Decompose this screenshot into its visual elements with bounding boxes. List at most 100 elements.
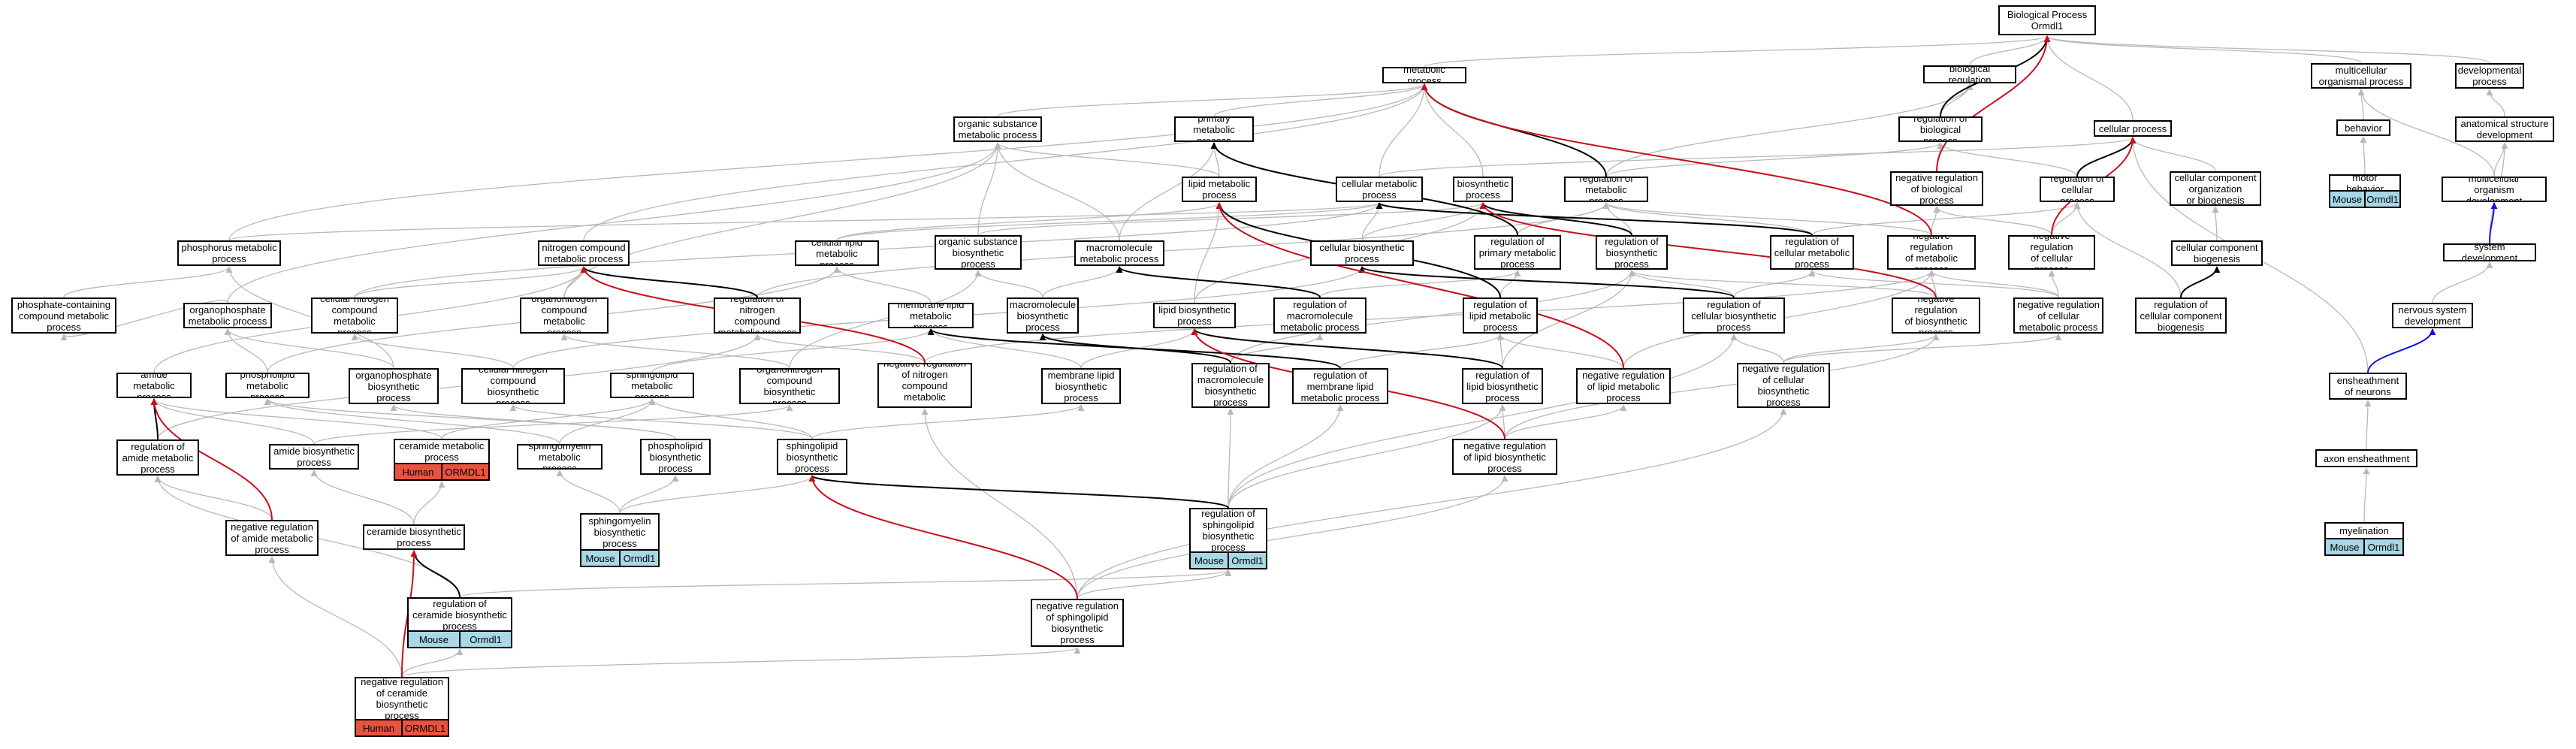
go-term-neg-reg-nitrogen-compound-metabolic[interactable]: negative regulation of nitrogen compound… <box>877 363 972 408</box>
annotation-gene[interactable]: Ormdl1 <box>461 632 511 647</box>
go-term-cellular-nitrogen-compound-biosynthetic[interactable]: cellular nitrogen compound biosynthetic … <box>461 368 565 404</box>
go-term-neg-reg-biosynthetic[interactable]: negative regulation of biosynthetic proc… <box>1892 297 1980 334</box>
go-term-neg-reg-cellular-metabolic[interactable]: negative regulation of cellular metaboli… <box>2013 297 2103 334</box>
go-term-neg-reg-cellular-biosynthetic[interactable]: negative regulation of cellular biosynth… <box>1737 363 1830 408</box>
go-term-cellular-process[interactable]: cellular process <box>2094 120 2172 137</box>
go-term-amide-metabolic[interactable]: amide metabolic process <box>116 373 192 398</box>
go-term-nitrogen-compound-metabolic[interactable]: nitrogen compound metabolic process <box>538 240 630 266</box>
go-term-neg-reg-lipid-metabolic[interactable]: negative regulation of lipid metabolic p… <box>1576 368 1671 404</box>
go-term-reg-cellular-metabolic[interactable]: regulation of cellular metabolic process <box>1770 235 1854 270</box>
go-term-cellular-component-org[interactable]: cellular component organization or bioge… <box>2170 171 2261 206</box>
annotation-gene[interactable]: ORMDL1 <box>442 464 488 479</box>
go-term-lipid-metabolic[interactable]: lipid metabolic process <box>1182 177 1257 202</box>
go-term-neg-reg-metabolic[interactable]: negative regulation of metabolic process <box>1887 235 1976 270</box>
go-term-behavior[interactable]: behavior <box>2336 119 2390 136</box>
go-term-lipid-biosynthetic[interactable]: lipid biosynthetic process <box>1153 303 1236 328</box>
go-term-sphingomyelin-metabolic[interactable]: sphingomyelin metabolic process <box>517 444 602 470</box>
go-term-organonitrogen-metabolic[interactable]: organonitrogen compound metabolic proces… <box>520 297 609 334</box>
go-term-sphingolipid-metabolic[interactable]: sphingolipid metabolic process <box>610 373 694 398</box>
go-term-reg-nitrogen-compound-metabolic[interactable]: regulation of nitrogen compound metaboli… <box>714 297 801 334</box>
edge-cellular-process-to-bp <box>2043 35 2134 121</box>
go-term-neg-reg-cellular[interactable]: negative regulation of cellular process <box>2008 235 2095 270</box>
go-term-system-development[interactable]: system development <box>2443 243 2536 261</box>
go-term-cellular-biosynthetic[interactable]: cellular biosynthetic process <box>1310 240 1414 266</box>
go-term-reg-cellular-component-biogenesis[interactable]: regulation of cellular component biogene… <box>2135 297 2227 334</box>
go-term-phosphorus-metabolic[interactable]: phosphorus metabolic process <box>177 240 281 266</box>
go-term-reg-metabolic[interactable]: regulation of metabolic process <box>1564 177 1648 202</box>
go-term-primary-metabolic[interactable]: primary metabolic process <box>1174 116 1254 142</box>
go-term-membrane-lipid-metabolic[interactable]: membrane lipid metabolic process <box>888 303 974 328</box>
go-term-label: negative regulation of cellular process <box>2030 235 2073 270</box>
go-term-label: negative regulation of ceramide biosynth… <box>361 677 443 721</box>
go-term-cellular-lipid-metabolic[interactable]: cellular lipid metabolic process <box>795 240 879 266</box>
go-term-organophosphate-metabolic[interactable]: organophosphate metabolic process <box>183 303 272 328</box>
go-term-reg-biosynthetic[interactable]: regulation of biosynthetic process <box>1596 235 1668 270</box>
go-term-label: negative regulation of biological proces… <box>1895 171 1978 206</box>
go-term-membrane-lipid-biosynthetic[interactable]: membrane lipid biosynthetic process <box>1041 368 1121 404</box>
go-term-axon-ensheathment[interactable]: axon ensheathment <box>2315 449 2417 467</box>
go-term-organic-substance-metabolic[interactable]: organic substance metabolic process <box>953 116 1042 142</box>
go-term-neg-reg-biological[interactable]: negative regulation of biological proces… <box>1890 171 1983 206</box>
go-term-label: cellular biosynthetic process <box>1319 242 1405 264</box>
go-term-nervous-system-development[interactable]: nervous system development <box>2392 303 2473 328</box>
go-term-reg-macromolecule-biosynthetic[interactable]: regulation of macromolecule biosynthetic… <box>1191 363 1270 408</box>
go-term-reg-lipid-biosynthetic[interactable]: regulation of lipid biosynthetic process <box>1462 368 1543 404</box>
edge-reg-nitrogen-compound-metabolic-to-reg-metabolic <box>756 202 1610 298</box>
go-term-reg-macromolecule-metabolic[interactable]: regulation of macromolecule metabolic pr… <box>1273 297 1367 334</box>
annotation-organism: Mouse <box>1191 553 1229 568</box>
go-term-cellular-metabolic[interactable]: cellular metabolic process <box>1336 177 1423 202</box>
edge-macromolecule-metabolic-to-organic-substance-metabolic <box>994 142 1120 241</box>
go-term-bp[interactable]: Biological Process Ormdl1 <box>1998 5 2096 35</box>
annotation-gene[interactable]: Ormdl1 <box>2365 539 2402 554</box>
go-term-amide-biosynthetic[interactable]: amide biosynthetic process <box>269 444 359 470</box>
go-term-neg-reg-ceramide-biosynthetic[interactable]: negative regulation of ceramide biosynth… <box>355 677 449 737</box>
go-term-organophosphate-biosynthetic[interactable]: organophosphate biosynthetic process <box>349 368 439 404</box>
go-term-cellular-component-biogenesis[interactable]: cellular component biogenesis <box>2171 240 2263 266</box>
go-term-reg-cellular-biosynthetic[interactable]: regulation of cellular biosynthetic proc… <box>1683 297 1785 334</box>
go-term-reg-cellular[interactable]: regulation of cellular process <box>2040 177 2115 202</box>
go-term-reg-primary-metabolic[interactable]: regulation of primary metabolic process <box>1474 235 1561 270</box>
go-term-label: cellular component biogenesis <box>2176 242 2258 264</box>
go-term-ensheathment-of-neurons[interactable]: ensheathment of neurons <box>2329 373 2407 400</box>
go-term-cellular-nitrogen-compound-metabolic[interactable]: cellular nitrogen compound metabolic pro… <box>311 297 398 334</box>
go-term-phospholipid-biosynthetic[interactable]: phospholipid biosynthetic process <box>640 439 711 475</box>
go-term-reg-amide-metabolic[interactable]: regulation of amide metabolic process <box>116 439 199 476</box>
edge-neg-reg-ceramide-biosynthetic-to-reg-ceramide-biosynthetic <box>401 648 464 678</box>
go-term-neg-reg-amide-metabolic[interactable]: negative regulation of amide metabolic p… <box>225 520 319 556</box>
go-term-developmental[interactable]: developmental process <box>2455 63 2524 89</box>
go-term-organonitrogen-biosynthetic[interactable]: organonitrogen compound biosynthetic pro… <box>739 368 840 404</box>
edge-cellular-lipid-metabolic-to-lipid-metabolic <box>836 202 1223 241</box>
go-term-biosynthetic[interactable]: biosynthetic process <box>1453 177 1513 202</box>
go-term-sphingolipid-biosynthetic[interactable]: sphingolipid biosynthetic process <box>777 439 847 475</box>
go-term-multicellular-organism-dev[interactable]: multicellular organism development <box>2442 177 2547 202</box>
go-term-reg-sphingolipid-biosynthetic[interactable]: regulation of sphingolipid biosynthetic … <box>1189 508 1267 569</box>
go-term-reg-membrane-lipid-metabolic[interactable]: regulation of membrane lipid metabolic p… <box>1292 368 1388 404</box>
go-term-reg-biological[interactable]: regulation of biological process <box>1898 116 1983 142</box>
go-term-macromolecule-biosynthetic[interactable]: macromolecule biosynthetic process <box>1007 297 1079 334</box>
go-term-biological-regulation[interactable]: biological regulation <box>1923 65 2016 83</box>
edge-neg-reg-sphingolipid-biosynthetic-to-neg-reg-cellular-biosynthetic <box>1077 408 1787 600</box>
annotation-gene[interactable]: Ormdl1 <box>2366 192 2399 207</box>
go-term-metabolic[interactable]: metabolic process <box>1382 67 1466 83</box>
go-term-label: cellular nitrogen compound biosynthetic … <box>479 368 548 404</box>
go-term-reg-lipid-metabolic[interactable]: regulation of lipid metabolic process <box>1463 297 1538 334</box>
go-term-ceramide-biosynthetic[interactable]: ceramide biosynthetic process <box>363 524 465 550</box>
go-term-organic-substance-biosynthetic[interactable]: organic substance biosynthetic process <box>935 235 1022 270</box>
annotation-gene[interactable]: ORMDL1 <box>403 720 448 735</box>
annotation-gene[interactable]: Ormdl1 <box>1229 553 1266 568</box>
go-term-neg-reg-sphingolipid-biosynthetic[interactable]: negative regulation of sphingolipid bios… <box>1031 599 1124 647</box>
go-term-phospholipid-metabolic[interactable]: phospholipid metabolic process <box>225 373 310 398</box>
annotation-gene[interactable]: Ormdl1 <box>621 551 658 566</box>
go-term-phosphate-containing[interactable]: phosphate-containing compound metabolic … <box>11 297 116 334</box>
edge-axon-ensheathment-to-ensheathment-of-neurons <box>2364 400 2372 450</box>
go-term-neg-reg-lipid-biosynthetic[interactable]: negative regulation of lipid biosyntheti… <box>1452 439 1557 475</box>
go-term-anatomical-structure-development[interactable]: anatomical structure development <box>2455 116 2554 142</box>
go-term-macromolecule-metabolic[interactable]: macromolecule metabolic process <box>1074 240 1164 266</box>
go-term-multicellular-organismal[interactable]: multicellular organismal process <box>2311 63 2411 89</box>
go-term-reg-ceramide-biosynthetic[interactable]: regulation of ceramide biosynthetic proc… <box>407 597 512 648</box>
